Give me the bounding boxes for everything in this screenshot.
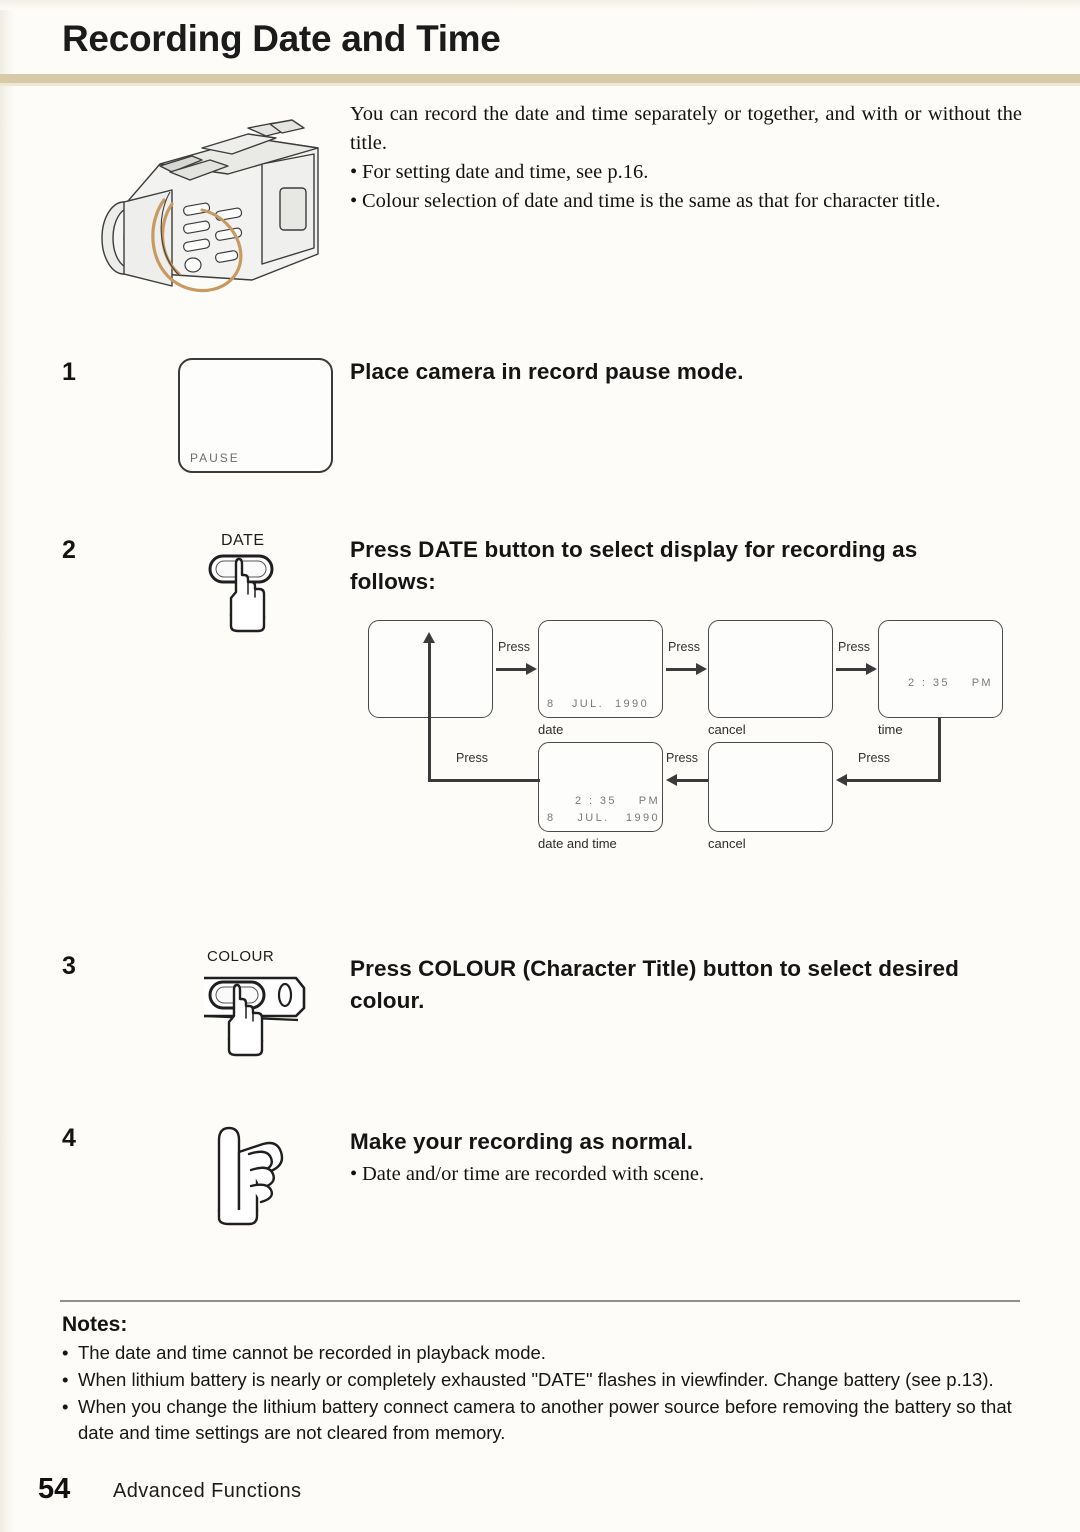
note-text: When you change the lithium battery conn…: [78, 1396, 1012, 1443]
flow-connector-left-vertical: [428, 642, 431, 781]
step-1-heading: Place camera in record pause mode.: [350, 359, 744, 384]
step-4-heading: Make your recording as normal.: [350, 1129, 694, 1154]
flow-connector-1: [496, 668, 527, 671]
colour-button-label: COLOUR: [207, 948, 275, 965]
note-item: • When lithium battery is nearly or compl…: [62, 1367, 1027, 1393]
flow-connector-right-vertical: [938, 718, 941, 781]
flow-press-label-3: Press: [838, 640, 870, 654]
intro-text: You can record the date and time separat…: [350, 100, 1022, 216]
flow-caption-time: time: [878, 722, 903, 737]
flow-caption-cancel-top: cancel: [708, 722, 746, 737]
date-button-label: DATE: [221, 532, 265, 549]
step-4-bullet-text: Date and/or time are recorded with scene…: [362, 1163, 705, 1185]
step-3-heading: Press COLOUR (Character Title) button to…: [350, 956, 959, 1013]
flow-arrowhead-2: [696, 663, 707, 675]
bullet-dot: •: [350, 161, 358, 183]
flow-arrowhead-1: [526, 663, 537, 675]
flow-press-label-6: Press: [456, 751, 488, 765]
camcorder-illustration: [52, 104, 352, 329]
flow-press-label-2: Press: [668, 640, 700, 654]
flow-arrowhead-3: [866, 663, 877, 675]
title-accent-rule-shadow: [0, 83, 1080, 86]
flow-caption-date: date: [538, 722, 564, 737]
flow-caption-date-and-time: date and time: [538, 836, 617, 851]
bullet-dot: •: [62, 1369, 69, 1390]
page-title: Recording Date and Time: [62, 18, 501, 59]
bullet-dot: •: [62, 1396, 69, 1417]
flow-press-label-5: Press: [666, 751, 698, 765]
flow-connector-left-horizontal: [428, 779, 540, 782]
step-4-bullet: •Date and/or time are recorded with scen…: [350, 1160, 1010, 1189]
intro-bullet-2: •Colour selection of date and time is th…: [350, 187, 1022, 216]
flow-press-label-1: Press: [498, 640, 530, 654]
notes-divider: [60, 1300, 1020, 1302]
step-2-heading: Press DATE button to select display for …: [350, 537, 918, 594]
date-display-flow-diagram: 8 JUL. 1990 2 : 35 PM date cancel time P…: [360, 612, 1020, 851]
step-1-viewfinder: PAUSE: [178, 358, 333, 473]
hand-recording-illustration: [205, 1118, 315, 1228]
note-text: When lithium battery is nearly or comple…: [78, 1369, 994, 1390]
flow-screen-date-and-time: 2 : 35 PM 8 JUL. 1990: [538, 742, 663, 832]
flow-connector-right-horizontal: [847, 779, 941, 782]
flow-arrowhead-5: [666, 774, 677, 786]
flow-osd-datetime-date: 8 JUL. 1990: [547, 812, 660, 824]
date-button-illustration: DATE: [200, 532, 310, 637]
note-text: The date and time cannot be recorded in …: [78, 1342, 546, 1363]
flow-connector-5: [677, 779, 708, 782]
flow-screen-cancel-bottom: [708, 742, 833, 832]
viewfinder-pause-text: PAUSE: [190, 451, 240, 465]
flow-screen-date: 8 JUL. 1990: [538, 620, 663, 718]
step-1-number: 1: [62, 358, 76, 386]
intro-bullet-1-text: For setting date and time, see p.16.: [362, 161, 649, 183]
flow-screen-blank-top: [368, 620, 493, 718]
flow-arrowhead-4: [836, 774, 847, 786]
flow-osd-datetime-time: 2 : 35 PM: [575, 795, 661, 807]
intro-bullet-2-text: Colour selection of date and time is the…: [362, 190, 941, 212]
flow-osd-time: 2 : 35 PM: [907, 677, 993, 689]
bullet-dot: •: [350, 1163, 358, 1185]
flow-arrowhead-6: [423, 632, 435, 643]
step-4-number: 4: [62, 1124, 76, 1152]
flow-caption-cancel-bottom: cancel: [708, 836, 746, 851]
title-accent-rule: [0, 74, 1080, 83]
flow-connector-3: [836, 668, 867, 671]
colour-button-illustration: COLOUR: [200, 948, 315, 1058]
scan-edge-top: [0, 0, 1080, 10]
bullet-dot: •: [62, 1342, 69, 1363]
flow-press-label-4: Press: [858, 751, 890, 765]
step-3-number: 3: [62, 952, 76, 980]
flow-screen-cancel-top: [708, 620, 833, 718]
scan-edge-left: [0, 0, 14, 1532]
section-label: Advanced Functions: [113, 1480, 302, 1502]
intro-bullet-1: •For setting date and time, see p.16.: [350, 158, 1022, 187]
step-2-number: 2: [62, 536, 76, 564]
note-item: • When you change the lithium battery con…: [62, 1394, 1027, 1446]
bullet-dot: •: [350, 190, 358, 212]
notes-list: • The date and time cannot be recorded in…: [62, 1340, 1027, 1447]
flow-connector-2: [666, 668, 697, 671]
note-item: • The date and time cannot be recorded in…: [62, 1340, 1027, 1366]
flow-osd-date: 8 JUL. 1990: [547, 698, 650, 710]
flow-screen-time: 2 : 35 PM: [878, 620, 1003, 718]
page-number: 54: [38, 1473, 71, 1505]
intro-paragraph: You can record the date and time separat…: [350, 103, 1022, 154]
notes-title: Notes:: [62, 1313, 128, 1336]
